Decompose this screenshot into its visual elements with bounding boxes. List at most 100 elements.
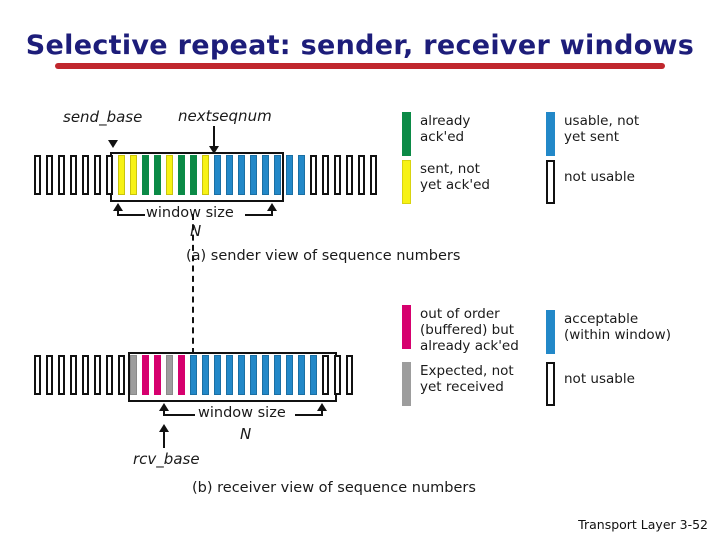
receiver-packet: [226, 355, 233, 395]
receiver-packet: [238, 355, 245, 395]
sender-bracket-right-bar: [245, 214, 273, 216]
receiver-packet: [310, 355, 317, 395]
sender-receiver-dashed-connector: [192, 214, 194, 354]
receiver-packet-row: [34, 355, 358, 395]
sender-legend-item-sent-not-acked: sent, not yet ack'ed: [402, 160, 490, 204]
receiver-packet: [286, 355, 293, 395]
receiver-packet: [178, 355, 185, 395]
sender-packet: [322, 155, 329, 195]
sender-packet: [142, 155, 149, 195]
legend-swatch-yellow: [402, 160, 411, 204]
sender-packet: [274, 155, 281, 195]
receiver-packet: [130, 355, 137, 395]
receiver-window-right-arrow-icon: [317, 403, 327, 411]
sender-packet: [46, 155, 53, 195]
receiver-packet: [250, 355, 257, 395]
receiver-packet: [334, 355, 341, 395]
sender-packet: [214, 155, 221, 195]
legend-label-not-usable: not usable: [564, 169, 635, 185]
receiver-packet: [46, 355, 53, 395]
sender-packet: [238, 155, 245, 195]
receiver-packet: [214, 355, 221, 395]
nextseqnum-pointer-icon: [209, 146, 219, 154]
receiver-packet: [106, 355, 113, 395]
receiver-bracket-left-bar: [163, 414, 195, 416]
send-base-pointer-icon: [108, 140, 118, 148]
footer-slide-number: Transport Layer 3-52: [578, 517, 708, 532]
receiver-legend-item-out-of-order: out of order (buffered) but already ack'…: [402, 305, 519, 354]
sender-bracket-left-stem: [117, 208, 119, 216]
receiver-packet: [202, 355, 209, 395]
legend-swatch-gray: [402, 362, 411, 406]
legend-swatch-white: [546, 160, 555, 204]
sender-packet: [310, 155, 317, 195]
sender-packet-row: [34, 155, 382, 195]
sender-packet: [166, 155, 173, 195]
sender-legend-item-usable-not-sent: usable, not yet sent: [546, 112, 639, 156]
receiver-caption: (b) receiver view of sequence numbers: [192, 480, 476, 496]
sender-packet: [130, 155, 137, 195]
legend-swatch-blue: [546, 112, 555, 156]
sender-packet: [334, 155, 341, 195]
receiver-legend-item-acceptable: acceptable (within window): [546, 310, 671, 354]
legend-label-out-of-order: out of order (buffered) but already ack'…: [420, 306, 519, 354]
nextseqnum-pointer-line: [213, 126, 215, 148]
sender-bracket-left-bar: [117, 214, 145, 216]
sender-packet: [262, 155, 269, 195]
legend-label-sent-not-acked: sent, not yet ack'ed: [420, 161, 490, 193]
legend-swatch-white-receiver: [546, 362, 555, 406]
title-underline-rule: [55, 63, 665, 69]
receiver-packet: [298, 355, 305, 395]
legend-label-not-usable-receiver: not usable: [564, 371, 635, 387]
rcv-base-arrow-icon: [159, 424, 169, 432]
sender-bracket-right-stem: [271, 208, 273, 216]
sender-packet: [202, 155, 209, 195]
sender-packet: [298, 155, 305, 195]
sender-packet: [250, 155, 257, 195]
legend-label-expected: Expected, not yet received: [420, 363, 514, 395]
send-base-label: send_base: [63, 108, 143, 126]
sender-packet: [286, 155, 293, 195]
sender-packet: [82, 155, 89, 195]
sender-packet: [106, 155, 113, 195]
receiver-window-size-value: N: [240, 425, 252, 443]
receiver-packet: [142, 355, 149, 395]
receiver-bracket-right-stem: [321, 408, 323, 416]
sender-packet: [370, 155, 377, 195]
sender-packet: [94, 155, 101, 195]
receiver-packet: [58, 355, 65, 395]
receiver-bracket-right-bar: [295, 414, 323, 416]
sender-packet: [190, 155, 197, 195]
receiver-packet: [190, 355, 197, 395]
sender-packet: [70, 155, 77, 195]
receiver-legend-item-expected: Expected, not yet received: [402, 362, 514, 406]
sender-packet: [34, 155, 41, 195]
sender-packet: [118, 155, 125, 195]
title-block: Selective repeat: sender, receiver windo…: [0, 30, 720, 69]
rcv-base-arrow-stem: [163, 430, 165, 448]
nextseqnum-label: nextseqnum: [178, 107, 272, 125]
legend-label-acceptable: acceptable (within window): [564, 311, 671, 343]
receiver-window-left-arrow-icon: [159, 403, 169, 411]
receiver-packet: [166, 355, 173, 395]
sender-caption: (a) sender view of sequence numbers: [186, 248, 461, 264]
receiver-packet: [262, 355, 269, 395]
sender-legend-item-already-acked: already ack'ed: [402, 112, 470, 156]
receiver-bracket-left-stem: [163, 408, 165, 416]
receiver-packet: [94, 355, 101, 395]
receiver-window-size-label: window size: [198, 405, 286, 421]
sender-window-left-arrow-icon: [113, 203, 123, 211]
receiver-packet: [274, 355, 281, 395]
legend-swatch-magenta: [402, 305, 411, 349]
receiver-packet: [322, 355, 329, 395]
sender-window-right-arrow-icon: [267, 203, 277, 211]
legend-swatch-blue-receiver: [546, 310, 555, 354]
receiver-packet: [154, 355, 161, 395]
receiver-packet: [118, 355, 125, 395]
sender-packet: [58, 155, 65, 195]
legend-swatch-green: [402, 112, 411, 156]
sender-packet: [358, 155, 365, 195]
sender-packet: [226, 155, 233, 195]
sender-packet: [154, 155, 161, 195]
legend-label-usable-not-sent: usable, not yet sent: [564, 113, 640, 145]
